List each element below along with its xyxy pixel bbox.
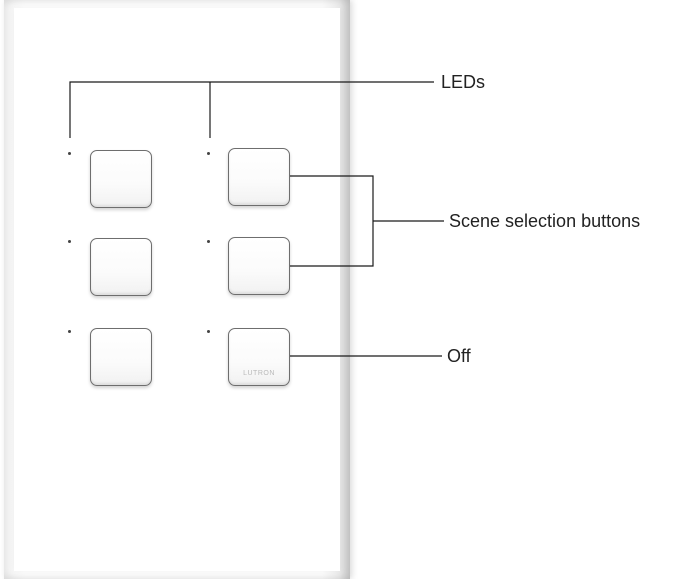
led-indicator bbox=[68, 330, 71, 333]
off-label: Off bbox=[447, 346, 471, 366]
scene-button-5[interactable] bbox=[90, 328, 152, 386]
led-indicator bbox=[68, 152, 71, 155]
scene-button-3[interactable] bbox=[90, 238, 152, 296]
led-indicator bbox=[68, 240, 71, 243]
scene-buttons-label: Scene selection buttons bbox=[449, 211, 641, 231]
scene-callout-bracket bbox=[290, 175, 374, 267]
leds-callout-line bbox=[69, 81, 434, 138]
leds-label: LEDs bbox=[441, 72, 486, 92]
scene-button-2[interactable] bbox=[228, 148, 290, 206]
lutron-logo: LUTRON bbox=[243, 370, 275, 377]
off-button[interactable]: LUTRON bbox=[228, 328, 290, 386]
scene-button-1[interactable] bbox=[90, 150, 152, 208]
led-indicator bbox=[207, 240, 210, 243]
led-indicator bbox=[207, 330, 210, 333]
led-indicator bbox=[207, 152, 210, 155]
scene-button-4[interactable] bbox=[228, 237, 290, 295]
